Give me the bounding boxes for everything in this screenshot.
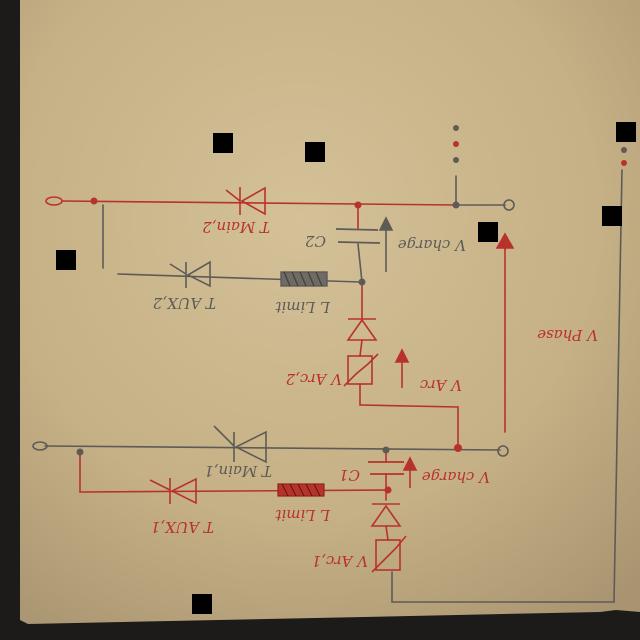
arrow-up-icon [495,232,515,250]
inductor-icon [280,271,328,287]
thyristor-icon [169,260,211,288]
label-v-charge-top: V charge [398,236,466,254]
label-t-main-2: T Main,2 [202,218,270,236]
terminal-icon [32,441,48,451]
label-l-limit-bottom: L Limit [274,506,331,524]
label-t-main-1: T Main,1 [204,462,272,480]
red-wiring [61,200,506,541]
label-v-charge-bottom: V charge [422,468,490,486]
label-v-phase: V Phase [537,326,598,344]
terminal-icon [503,199,515,211]
terminal-icon [497,445,509,457]
arrow-up-icon [394,348,410,388]
capacitor-icon [368,461,404,475]
label-t-aux-1: T AUX,1 [151,518,214,536]
arrow-up-icon [378,216,394,272]
continuation-dots [453,125,627,166]
label-t-aux-2: T AUX,2 [153,294,216,312]
label-c1: C1 [339,466,360,484]
label-v-arc-top: V Arc [419,376,462,394]
thyristor-icon [225,186,266,216]
arrow-up-icon [402,456,418,488]
label-l-limit-top: L Limit [274,298,331,316]
varistor-icon [343,353,379,387]
inductor-icon [277,483,325,497]
junction-nodes [76,197,462,494]
terminals [32,196,515,457]
label-v-arc-1: V Arc,1 [312,552,368,570]
terminal-icon [45,196,63,206]
redaction-marks [56,122,636,614]
label-v-arc-2: V Arc,2 [286,370,342,388]
paper-sheet [20,0,640,624]
capacitor-icon [335,228,381,244]
varistor-icon [371,535,407,573]
thyristor-icon [213,425,267,464]
thyristor-icon [149,477,197,505]
diode-icon [346,318,378,341]
diode-icon [370,503,402,527]
label-c2: C2 [305,232,326,250]
